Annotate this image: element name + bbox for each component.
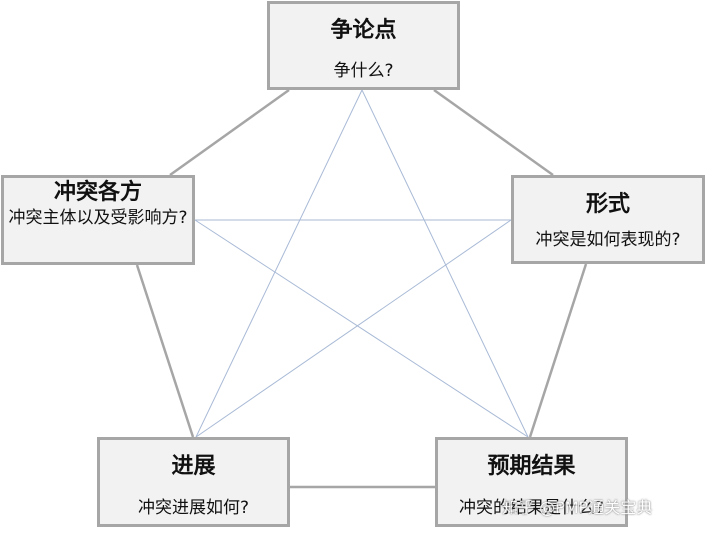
edge-left-bottomleft [135,264,195,438]
star-top-to-bottomright [361,89,529,438]
watermark: 知乎 @PMP通关宝典 [502,498,653,517]
star-top-to-bottomleft [195,89,363,438]
edge-top-left [169,88,290,177]
node-subtitle: 冲突的结果是什么? [458,498,605,518]
node-title: 进展 [171,454,216,479]
star-right-to-bottomleft [195,219,512,438]
node-subtitle: 冲突进展如何? [137,498,250,518]
node-subtitle: 冲突主体以及受影响方? [8,208,188,228]
node-title: 预期结果 [487,454,576,479]
star-left-to-bottomright [194,219,529,438]
edge-right-bottomright [528,263,588,438]
node-expected-result: 预期结果 冲突的结果是什么? [435,437,628,527]
node-subtitle: 争什么? [333,61,394,81]
node-conflict-parties: 冲突各方 冲突主体以及受影响方? [1,175,195,265]
node-title: 冲突各方 [53,180,142,205]
edge-top-right [433,88,554,177]
node-form: 形式 冲突是如何表现的? [511,175,705,264]
node-dispute-point: 争论点 争什么? [267,1,460,90]
node-title: 争论点 [330,18,397,43]
node-title: 形式 [585,192,630,217]
star-lines [194,89,529,438]
pentagon-outline [135,88,588,489]
node-progress: 进展 冲突进展如何? [97,437,290,527]
node-subtitle: 冲突是如何表现的? [535,230,681,250]
